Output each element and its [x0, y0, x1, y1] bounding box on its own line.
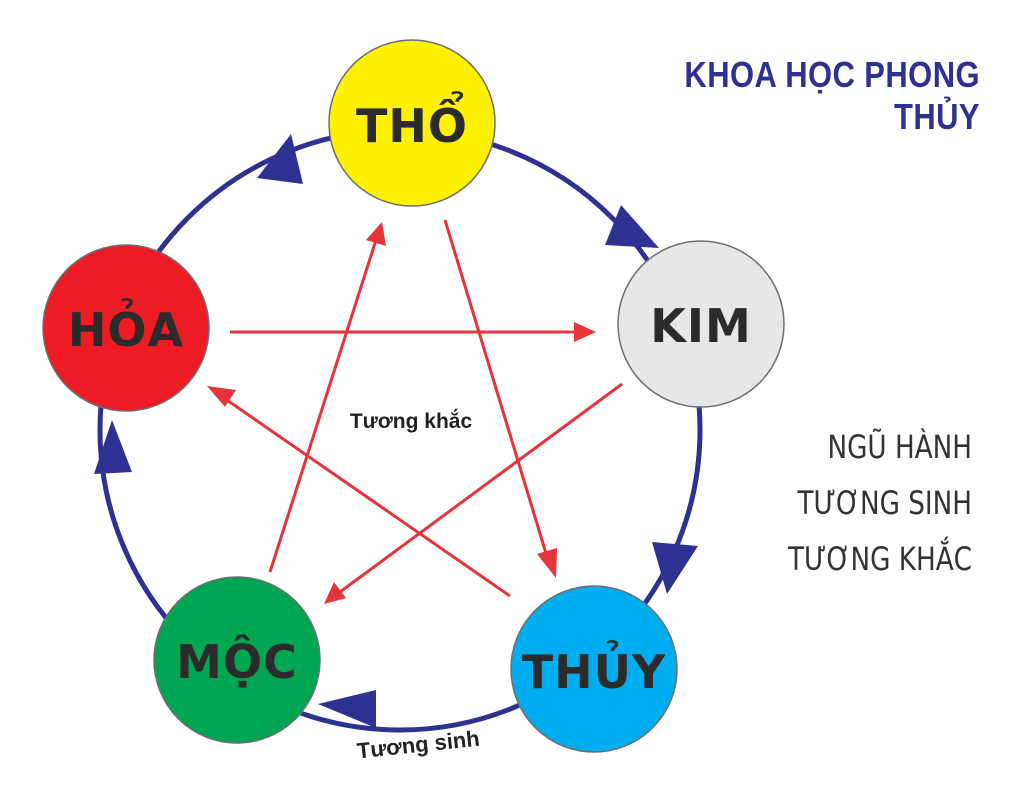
- thuy-label: THỦY: [522, 640, 667, 699]
- hoa-circle: [42, 244, 210, 412]
- tho-circle: [328, 39, 496, 207]
- moc-label: MỘC: [176, 635, 298, 689]
- hoa-label: HỎA: [68, 298, 184, 357]
- kim-circle: [617, 240, 785, 408]
- page-title: KHOA HỌC PHONG THỦY: [684, 54, 980, 137]
- subtitle-line-1: NGŨ HÀNH: [827, 428, 972, 466]
- thuy-circle: [510, 585, 678, 753]
- arrow-kim-to-thuy: [652, 542, 698, 594]
- arrow-moc-to-hoa: [94, 420, 132, 474]
- arrowhead-tho-to-thuy: [537, 548, 557, 578]
- kim-label: KIM: [650, 299, 752, 353]
- arrow-thuy-to-moc: [318, 690, 376, 728]
- arrowhead-thuy-to-hoa: [207, 386, 236, 407]
- tuong-khac-caption: Tương khắc: [350, 409, 473, 433]
- element-moc: MỘC: [153, 576, 321, 744]
- arrowhead-kim-to-moc: [324, 582, 346, 604]
- element-thuy: THỦY: [510, 585, 678, 753]
- line-thuy-to-hoa: [223, 396, 511, 598]
- line-tho-to-thuy: [443, 219, 550, 561]
- element-hoa: HỎA: [42, 244, 210, 412]
- line-moc-to-tho: [268, 239, 378, 573]
- tho-label: THỔ: [356, 91, 468, 153]
- subtitle-line-3: TƯƠNG KHẮC: [787, 540, 972, 578]
- element-tho: THỔ: [328, 39, 496, 207]
- subtitle-line-2: TƯƠNG SINH: [797, 484, 972, 522]
- arrow-hoa-to-tho: [257, 134, 303, 184]
- element-kim: KIM: [617, 240, 785, 408]
- arrow-tho-to-kim: [605, 205, 659, 248]
- arrowhead-hoa-to-kim: [574, 322, 596, 342]
- moc-circle: [153, 576, 321, 744]
- arrowhead-moc-to-tho: [366, 222, 386, 246]
- line-kim-to-moc: [339, 382, 623, 594]
